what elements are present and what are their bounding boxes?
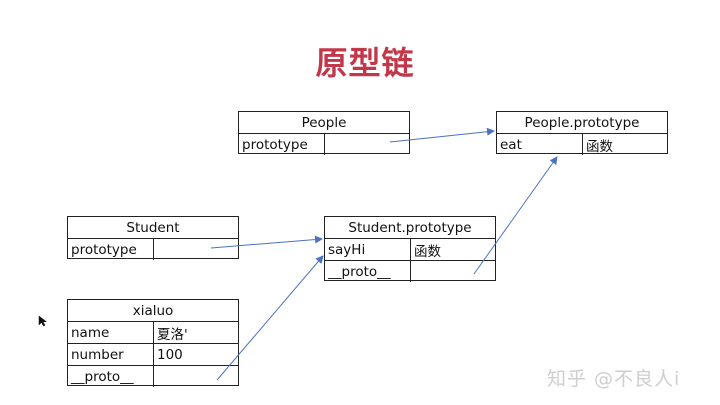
row-value: 夏洛' [157, 326, 188, 343]
box-row: prototype [239, 133, 409, 155]
people-prototype-box: People.prototype eat 函数 [496, 111, 668, 155]
box-row: __proto__ [68, 365, 238, 387]
box-row: sayHi 函数 [325, 238, 495, 260]
arrow-student-to-student-prototype [210, 235, 323, 249]
box-header: People.prototype [524, 114, 640, 131]
box-row: eat 函数 [497, 133, 667, 155]
box-header: Student.prototype [348, 219, 472, 236]
mouse-cursor-icon [38, 315, 48, 327]
people-box: People prototype [238, 111, 410, 155]
row-key: eat [497, 134, 583, 155]
row-value: 100 [157, 346, 183, 363]
arrow-people-to-people-prototype [389, 127, 495, 143]
row-key: sayHi [325, 239, 411, 260]
box-row: __proto__ [325, 260, 495, 282]
row-key: prototype [239, 134, 325, 155]
box-row: number 100 [68, 343, 238, 365]
row-value: 函数 [586, 138, 613, 155]
student-box: Student prototype [67, 216, 239, 260]
watermark-text: 知乎 @不良人i [547, 368, 681, 390]
row-value: 函数 [414, 243, 441, 260]
row-key: __proto__ [325, 261, 411, 282]
box-row: name 夏洛' [68, 321, 238, 343]
box-header: People [301, 114, 347, 131]
arrow-xialuo-proto-to-student-prototype [216, 255, 324, 381]
row-key: name [68, 322, 154, 343]
row-key: __proto__ [68, 366, 154, 387]
arrow-student-proto-to-people-prototype [473, 156, 558, 275]
box-row: prototype [68, 238, 238, 260]
box-header: Student [126, 219, 180, 236]
student-prototype-box: Student.prototype sayHi 函数 __proto__ [324, 216, 496, 282]
row-key: number [68, 344, 154, 365]
box-header: xialuo [132, 302, 174, 319]
row-key: prototype [68, 239, 154, 260]
xialuo-box: xialuo name 夏洛' number 100 __proto__ [67, 299, 239, 387]
slide-title: 原型链 [315, 44, 415, 82]
